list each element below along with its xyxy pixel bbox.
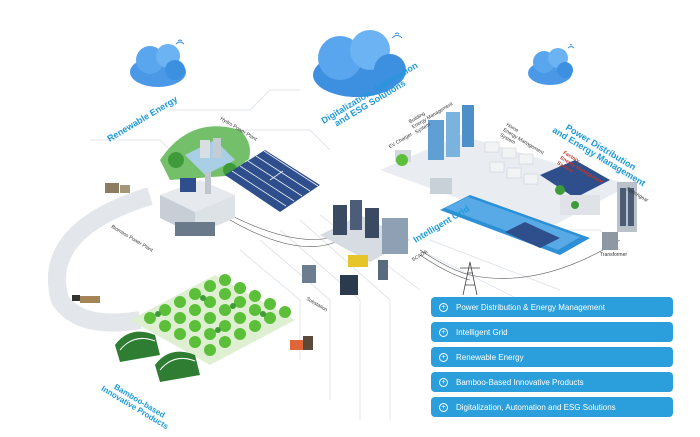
plus-circle-icon: + (439, 352, 448, 362)
cloud-digitalization (313, 30, 406, 97)
hydro-power-plant (160, 126, 250, 180)
label-transformer: Transformer (600, 252, 628, 258)
central-substation (302, 200, 410, 295)
cloud-power (528, 44, 575, 85)
road (47, 187, 153, 332)
trucks (72, 295, 313, 350)
menu-button-renewable-energy[interactable]: + Renewable Energy (431, 347, 673, 367)
menu-button-intelligent-grid[interactable]: + Intelligent Grid (431, 322, 673, 342)
plus-circle-icon: + (439, 302, 448, 312)
transmission-tower (460, 261, 480, 296)
plus-circle-icon: + (439, 402, 448, 412)
plus-circle-icon: + (439, 327, 448, 337)
menu-button-power-distribution[interactable]: + Power Distribution & Energy Management (431, 297, 673, 317)
smart-city (380, 105, 637, 250)
biomass-power-plant (105, 172, 235, 236)
bamboo-forest (130, 274, 295, 365)
menu-button-bamboo-products[interactable]: + Bamboo-Based Innovative Products (431, 372, 673, 392)
greenhouses (115, 331, 200, 382)
section-menu: + Power Distribution & Energy Management… (431, 297, 673, 422)
menu-button-label: Renewable Energy (456, 352, 524, 362)
water-storage (440, 195, 590, 255)
menu-button-label: Power Distribution & Energy Management (456, 302, 605, 312)
menu-button-label: Bamboo-Based Innovative Products (456, 377, 584, 387)
menu-button-digitalization[interactable]: + Digitalization, Automation and ESG Sol… (431, 397, 673, 417)
menu-button-label: Intelligent Grid (456, 327, 508, 337)
cloud-renewable (130, 39, 186, 87)
solar-field (225, 150, 320, 212)
menu-button-label: Digitalization, Automation and ESG Solut… (456, 402, 616, 412)
plus-circle-icon: + (439, 377, 448, 387)
